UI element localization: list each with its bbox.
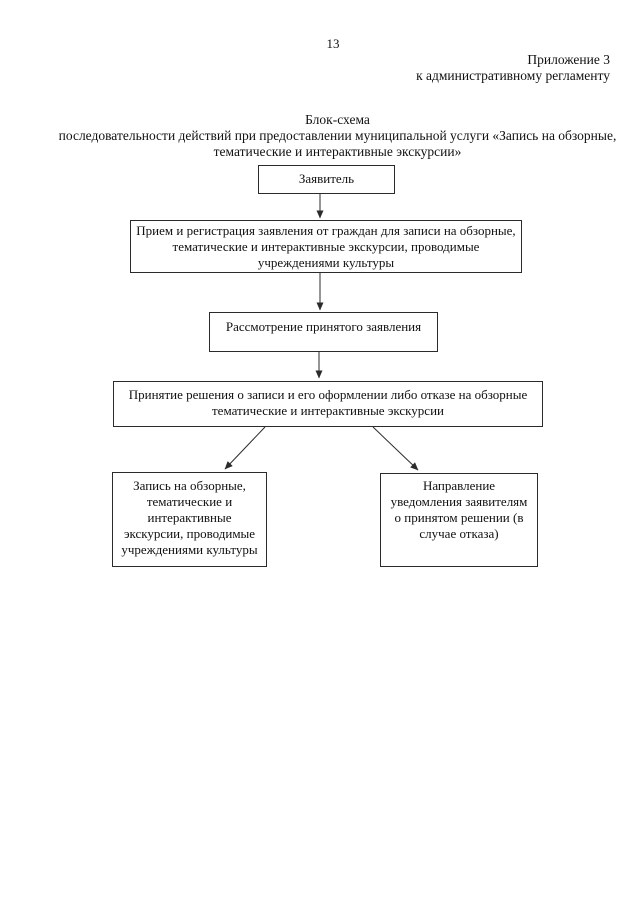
appendix-line-2: к административному регламенту: [416, 68, 610, 83]
flowchart-box-notification: Направление уведомления заявителям о при…: [380, 473, 538, 567]
flowchart-box-reception: Прием и регистрация заявления от граждан…: [130, 220, 522, 273]
flowchart-box-decision: Принятие решения о записи и его оформлен…: [113, 381, 543, 427]
flowchart-box-review: Рассмотрение принятого заявления: [209, 312, 438, 352]
flowchart-box-enrollment: Запись на обзорные, тематические и интер…: [112, 472, 267, 567]
appendix-line-1: Приложение 3: [527, 52, 610, 67]
arrow-decision-to-notification: [372, 426, 419, 471]
document-title: Блок-схема последовательности действий п…: [58, 112, 617, 159]
page-number: 13: [326, 36, 340, 51]
appendix-block: Приложение 3 к административному регламе…: [416, 52, 610, 84]
arrow-decision-to-enrollment: [224, 426, 266, 470]
flowchart-box-applicant: Заявитель: [258, 165, 395, 194]
